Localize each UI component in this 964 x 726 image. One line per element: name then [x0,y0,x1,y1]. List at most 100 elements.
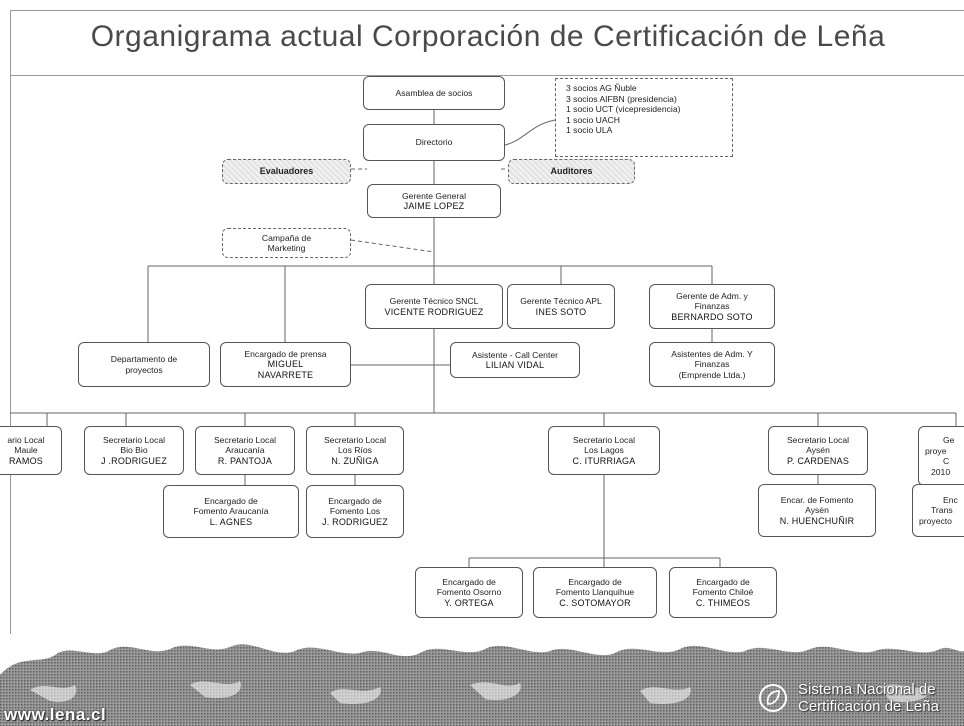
sec-loslagos-role: Secretario Local [572,434,636,445]
fomento-osorno-name: Y. ORTEGA [444,597,494,608]
ge-proyectos-label: Ge [943,435,955,445]
node-sec-losrios: Secretario Local Los Ríos N. ZUÑIGA [306,426,404,475]
chart-frame [10,74,964,634]
ge-proyectos-label: C [943,456,950,466]
evaluadores-label: Evaluadores [259,166,314,177]
sec-maule-name: RAMOS [8,455,43,466]
sec-aysen-name: P. CARDENAS [786,455,850,466]
asistentes-adm-label: Asistentes de Adm. Y [671,348,753,359]
leaf-logo-icon [759,684,787,712]
fomento-osorno-role: Encargado de [442,576,496,587]
node-gerente-adm: Gerente de Adm. y Finanzas BERNARDO SOTO [649,284,775,329]
forest-footer: www.lena.cl Sistema Nacional de Certific… [0,635,964,726]
node-asistentes-adm: Asistentes de Adm. Y Finanzas (Emprende … [649,342,775,387]
node-fomento-llanquihue: Encargado de Fomento Llanquihue C. SOTOM… [533,567,657,618]
sec-aysen-region: Aysén [806,445,830,456]
sec-biobio-region: Bio Bio [120,445,148,456]
member-line: 3 socios AG Ñuble [566,83,637,93]
fomento-aysen-role: Encar. de Fomento [780,494,854,505]
node-members-list: 3 socios AG Ñuble 3 socios AIFBN (presid… [555,78,733,157]
node-fomento-chiloe: Encargado de Fomento Chiloé C. THIMEOS [669,567,777,618]
fomento-chiloe-region: Fomento Chiloé [692,587,754,598]
sec-loslagos-name: C. ITURRIAGA [572,455,636,466]
fomento-araucania-region: Fomento Araucanía [193,506,269,517]
fomento-aysen-region: Aysén [805,505,829,516]
node-directorio: Directorio [363,124,505,161]
enc-trans-label: Trans [931,505,953,516]
directorio-label: Directorio [415,137,453,148]
brand-name: Sistema Nacional de Certificación de Leñ… [798,681,939,715]
gerente-apl-role: Gerente Técnico APL [520,296,602,306]
member-line: 3 socios AIFBN (presidencia) [566,93,677,104]
node-gerente-general: Gerente General JAIME LOPEZ [367,184,501,218]
gerente-apl-name: INES SOTO [535,306,587,317]
node-fomento-osorno: Encargado de Fomento Osorno Y. ORTEGA [415,567,523,618]
prensa-name: NAVARRETE [257,369,314,380]
sec-biobio-role: Secretario Local [102,434,166,445]
gerente-general-name: JAIME LOPEZ [403,201,465,211]
gerente-adm-role: Gerente de Adm. y [676,290,748,301]
node-fomento-araucania: Encargado de Fomento Araucanía L. AGNES [163,485,299,538]
node-sec-aysen: Secretario Local Aysén P. CARDENAS [768,426,868,475]
asistentes-adm-label: (Emprende Ltda.) [678,369,746,380]
node-encargado-transferencia-partial: Enc Trans proyecto [912,484,964,537]
forest-silhouette [0,635,964,726]
ge-proyectos-label: 2010 [931,466,951,477]
fomento-llanquihue-name: C. SOTOMAYOR [559,597,631,608]
node-sec-loslagos: Secretario Local Los Lagos C. ITURRIAGA [548,426,660,475]
fomento-losrios-name: J. RODRIGUEZ [322,516,388,527]
member-line: 1 socio UCT (vicepresidencia) [566,104,681,114]
marketing-label: Campaña de [261,232,312,243]
sec-araucania-region: Araucanía [225,445,265,456]
fomento-losrios-role: Encargado de [328,495,382,506]
website-url[interactable]: www.lena.cl [4,705,107,724]
fomento-osorno-region: Fomento Osorno [436,587,502,598]
sec-araucania-role: Secretario Local [213,434,277,445]
sec-maule-region: Maule [14,445,38,456]
fomento-llanquihue-region: Fomento Llanquihue [555,587,635,598]
member-line: 1 socio UACH [566,114,620,125]
depto-proyectos-label: proyectos [125,364,163,375]
node-sec-maule: ario Local Maule RAMOS [0,426,62,475]
node-gerente-sncl: Gerente Técnico SNCL VICENTE RODRIGUEZ [365,284,503,329]
node-asamblea: Asamblea de socios [363,76,505,110]
title-bar: Organigrama actual Corporación de Certif… [10,10,964,76]
asamblea-label: Asamblea de socios [395,87,473,98]
sec-loslagos-region: Los Lagos [584,445,624,456]
node-fomento-losrios: Encargado de Fomento Los J. RODRIGUEZ [306,485,404,538]
ge-proyectos-label: proye [925,445,947,456]
fomento-llanquihue-role: Encargado de [568,576,622,587]
depto-proyectos-label: Departamento de [110,354,178,364]
gerente-sncl-name: VICENTE RODRIGUEZ [384,306,484,317]
enc-trans-label: Enc [943,494,958,505]
sec-aysen-role: Secretario Local [786,434,850,445]
gerente-general-role: Gerente General [401,190,466,201]
gerente-sncl-role: Gerente Técnico SNCL [389,296,479,306]
fomento-chiloe-name: C. THIMEOS [695,597,751,608]
sec-losrios-region: Los Ríos [338,445,372,456]
node-gerente-apl: Gerente Técnico APL INES SOTO [507,284,615,329]
fomento-losrios-region: Fomento Los [329,506,381,517]
prensa-role: Encargado de prensa [244,348,327,359]
fomento-aysen-name: N. HUENCHUÑIR [779,515,855,526]
brand-block: Sistema Nacional de Certificación de Leñ… [758,677,964,721]
marketing-label: Marketing [267,243,306,253]
sec-losrios-name: N. ZUÑIGA [331,455,379,466]
sec-maule-role: ario Local [7,434,45,445]
fomento-chiloe-role: Encargado de [696,576,750,587]
node-sec-araucania: Secretario Local Araucanía R. PANTOJA [195,426,295,475]
node-fomento-aysen: Encar. de Fomento Aysén N. HUENCHUÑIR [758,484,876,537]
gerente-adm-name: BERNARDO SOTO [671,311,753,322]
node-auditores: Auditores [508,159,635,184]
brand-line: Sistema Nacional de [798,681,936,698]
gerente-adm-role: Finanzas [694,301,730,312]
node-depto-proyectos: Departamento de proyectos [78,342,210,387]
member-line: 1 socio ULA [566,125,613,135]
fomento-araucania-name: L. AGNES [209,516,253,527]
call-center-role: Asistente - Call Center [472,349,558,360]
call-center-name: LILIAN VIDAL [485,360,545,370]
prensa-name: MIGUEL [267,359,304,370]
sec-araucania-name: R. PANTOJA [217,455,273,466]
